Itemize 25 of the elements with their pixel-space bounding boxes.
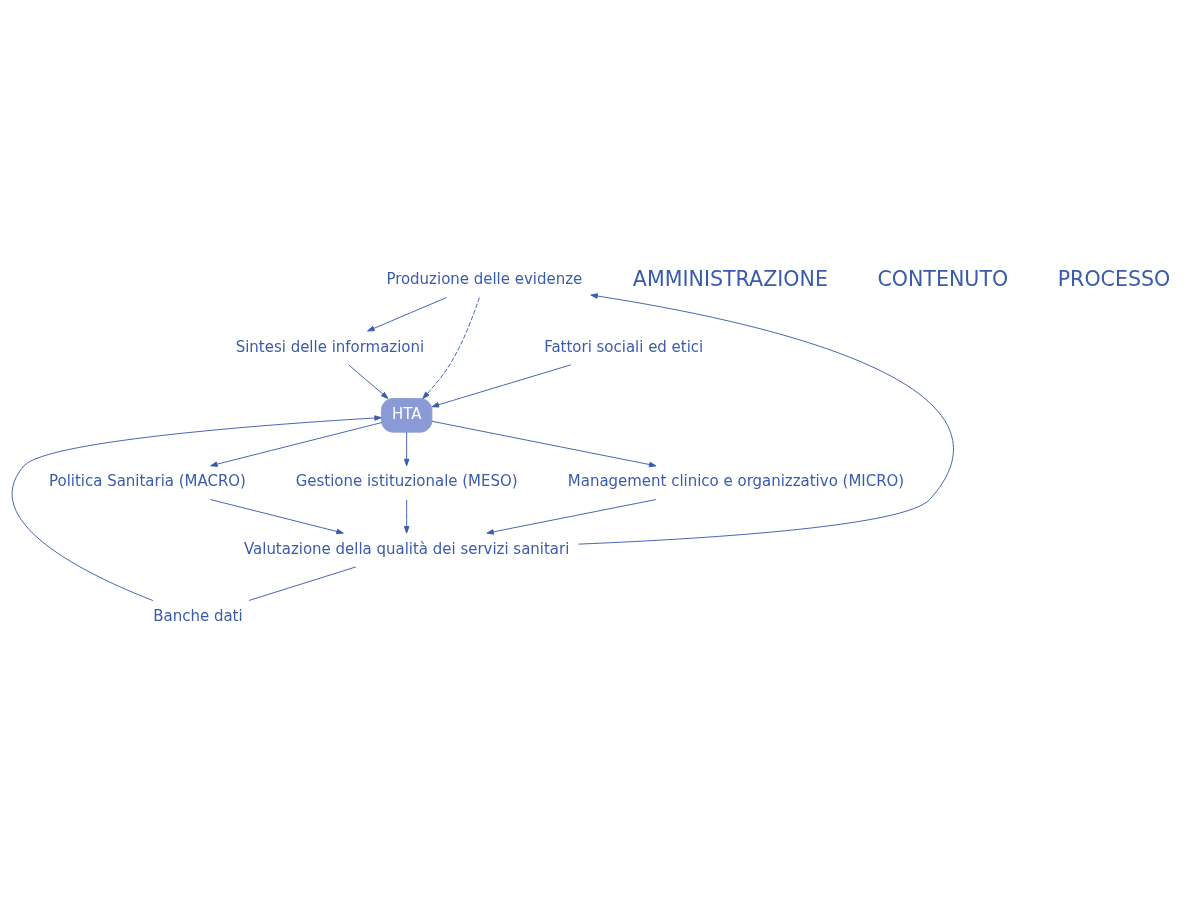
node-text: Politica Sanitaria (MACRO) [48,471,246,490]
node-text: Valutazione della qualità dei servizi sanitari [243,539,570,558]
node-text: Sintesi delle informazioni [235,337,425,356]
node-box: HTA [380,397,433,433]
label: AMMINISTRAZIONE [632,266,828,291]
arrow [403,498,410,534]
node-text: Produzione delle evidenze [386,269,583,288]
label: PROCESSO [1057,266,1171,291]
node-text: Management clinico e organizzativo (MICRO) [567,471,905,490]
arrow [348,364,389,399]
node-text: Banche dati [153,606,243,625]
arrow [403,431,410,466]
arrow [367,296,447,331]
arrow [210,498,344,534]
arrow [431,363,572,407]
arrow [422,296,480,399]
node-text: Fattori sociali ed etici [544,337,704,356]
arrow [11,414,382,601]
arrow [578,292,954,545]
arrow [431,420,657,467]
node-text: Gestione istituzionale (MESO) [295,471,518,490]
connector [248,565,357,601]
arrow [486,498,657,535]
arrow [210,421,382,467]
label: CONTENUTO [877,266,1009,291]
